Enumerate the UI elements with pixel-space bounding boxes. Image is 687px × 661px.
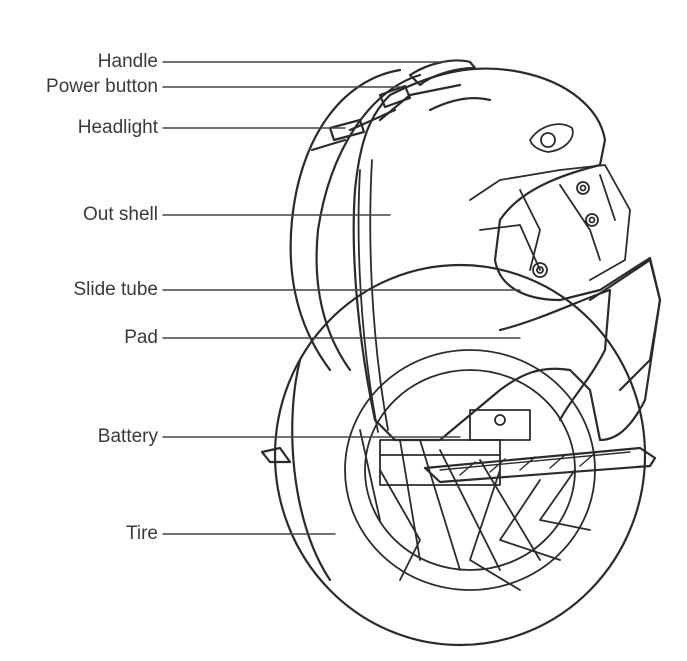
label-tire: Tire: [125, 523, 158, 544]
left-shell: [289, 68, 422, 372]
battery-box: [379, 409, 531, 486]
rear-frame: [469, 123, 631, 281]
wheel-hub-spokes: [344, 349, 596, 591]
label-headlight: Headlight: [77, 117, 158, 138]
power-button-shape: [378, 84, 412, 109]
out-shell: [352, 67, 662, 442]
pad-shape: [498, 258, 662, 422]
label-out-shell: Out shell: [83, 204, 158, 225]
frame-bolts: [532, 181, 599, 278]
label-battery: Battery: [97, 426, 158, 447]
label-handle: Handle: [97, 51, 158, 72]
handle-shape: [408, 59, 477, 87]
pedal: [260, 446, 657, 484]
headlight-shape: [310, 118, 366, 152]
label-slide-tube: Slide tube: [73, 279, 158, 300]
label-power-button: Power button: [46, 76, 158, 97]
label-pad: Pad: [124, 327, 158, 348]
tire-outline: [273, 263, 647, 647]
leader-lines: [162, 61, 521, 535]
